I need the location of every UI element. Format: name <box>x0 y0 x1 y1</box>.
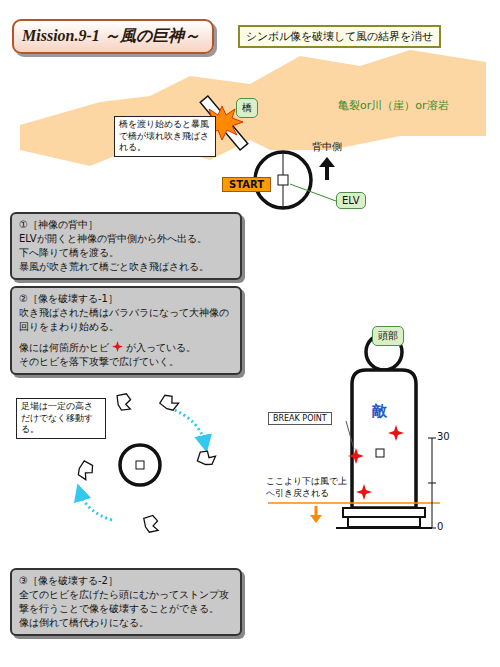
crack-star <box>348 448 364 464</box>
text-line: 像は倒れて橋代わりになる。 <box>19 616 233 630</box>
title-box: Mission.9-1 ～風の巨神～ <box>12 19 214 54</box>
elv-leader <box>290 184 336 201</box>
text-line: START <box>229 179 264 190</box>
text-line: ③［像を破壊する-2］ <box>19 574 233 588</box>
text-line: シンボル像を破壊して風の結界を消せ <box>246 29 433 44</box>
node-text: が入っている。 <box>126 342 196 353</box>
orbit-arrow <box>80 492 112 520</box>
back-arrow <box>325 166 329 180</box>
node-text: そのヒビを落下攻撃で広げていく。 <box>19 356 179 367</box>
text-line: ELV <box>342 195 360 206</box>
wind-note: ここより下は風で上へ引き戻される <box>266 476 350 499</box>
text-line: 暴風が吹き荒れて橋ごと吹き飛ばされる。 <box>19 260 233 274</box>
wind-limit <box>268 502 440 504</box>
text-line: 橋を渡り始めると暴風で橋が壊れ吹き飛ばされる。 <box>119 119 211 154</box>
crack-star <box>112 341 123 352</box>
node-text: 吹き飛ばされた橋はバラバラになって大神像の回りをまわり始める。 <box>19 307 229 332</box>
scale-number: 30 <box>437 431 450 442</box>
objective-box: シンボル像を破壊して風の結界を消せ <box>238 25 441 48</box>
crack-star <box>356 484 372 500</box>
step-box: ②［像を破壊する-1］ 吹き飛ばされた橋はバラバラになって大神像の回りをまわり始め… <box>10 286 242 375</box>
text-line: 吹き飛ばされた橋はバラバラになって大神像の回りをまわり始める。 <box>19 306 233 334</box>
note-box: 足場は一定の高さだけでなく移動する。 <box>16 398 106 439</box>
node-text: 下へ降りて橋を渡る。 <box>19 247 119 258</box>
height-scale <box>428 438 436 528</box>
node-text: START <box>229 179 264 190</box>
text-line: 全てのヒビを広げたら頭にむかってストンプ攻撃を行うことで像を破壊することができる… <box>19 588 233 616</box>
step-heading: ③［像を破壊する-2］ <box>19 575 118 586</box>
enemy-marker <box>376 449 384 457</box>
orbit-arrow <box>170 408 205 444</box>
back-arrow-head <box>319 157 335 167</box>
node-text: ELVが開くと神像の背中側から外へ出る。 <box>19 233 207 244</box>
start-box: START <box>222 177 271 192</box>
node-text: 全てのヒビを広げたら頭にむかってストンプ攻撃を行うことで像を破壊することができる… <box>19 589 229 614</box>
text-line: BREAK POINT <box>273 414 327 423</box>
title-text: Mission.9-1 ～風の巨神～ <box>22 27 200 44</box>
text-line: 頭部 <box>378 329 398 343</box>
node-text: 頭部 <box>378 330 398 341</box>
node-text: 足場は一定の高さだけでなく移動する。 <box>21 401 93 434</box>
node-text: 橋 <box>242 102 252 113</box>
elv-tag: ELV <box>336 192 366 209</box>
head-tag: 頭部 <box>372 326 404 346</box>
node-text: シンボル像を破壊して風の結界を消せ <box>246 30 433 43</box>
statue-base <box>343 508 425 517</box>
breakpoint-tag: BREAK POINT <box>268 412 332 425</box>
statue-core <box>136 461 144 469</box>
text-line: 像には何箇所かヒビ が入っている。 <box>19 341 233 355</box>
scale-number: 0 <box>437 521 443 532</box>
wind-arrow <box>315 506 318 516</box>
node-text: 像には何箇所かヒビ <box>19 342 109 353</box>
spacer <box>19 334 233 341</box>
crack-star <box>112 341 123 352</box>
crack-star <box>388 425 404 441</box>
step-heading: ②［像を破壊する-1］ <box>19 293 118 304</box>
statue-top-view <box>120 445 160 485</box>
ground <box>336 527 432 529</box>
elevator <box>278 175 288 185</box>
breakpoint-leader <box>346 421 354 449</box>
text-line: そのヒビを落下攻撃で広げていく。 <box>19 355 233 369</box>
step-heading: ①［神像の背中］ <box>19 219 98 230</box>
step-box: ①［神像の背中］ ELVが開くと神像の背中側から外へ出る。下へ降りて橋を渡る。暴風… <box>10 212 242 280</box>
node-text: 像は倒れて橋代わりになる。 <box>19 617 149 628</box>
text-line: ①［神像の背中］ <box>19 218 233 232</box>
text-line: 足場は一定の高さだけでなく移動する。 <box>21 401 101 436</box>
direction-label: 背中側 <box>312 140 342 154</box>
node-text: BREAK POINT <box>273 414 327 423</box>
text-line: ELVが開くと神像の背中側から外へ出る。 <box>19 232 233 246</box>
bridge-tag: 橋 <box>236 98 258 118</box>
note-box: 橋を渡り始めると暴風で橋が壊れ吹き飛ばされる。 <box>114 116 216 157</box>
terrain <box>20 50 486 166</box>
wind-arrow-head <box>310 515 322 523</box>
node-text: 橋を渡り始めると暴風で橋が壊れ吹き飛ばされる。 <box>119 119 209 152</box>
text-line: 下へ降りて橋を渡る。 <box>19 246 233 260</box>
step-box: ③［像を破壊する-2］ 全てのヒビを広げたら頭にむかってストンプ攻撃を行うことで像… <box>10 568 242 636</box>
statue-body <box>352 370 416 508</box>
node-text: ELV <box>342 195 360 206</box>
enemy-label: 敵 <box>371 402 388 421</box>
node-text: 暴風が吹き荒れて橋ごと吹き飛ばされる。 <box>19 261 209 272</box>
statue-base <box>348 517 420 527</box>
text-line: 橋 <box>242 101 252 115</box>
terrain-label: 亀裂or川（崖）or溶岩 <box>338 98 449 113</box>
text-line: ②［像を破壊する-1］ <box>19 292 233 306</box>
